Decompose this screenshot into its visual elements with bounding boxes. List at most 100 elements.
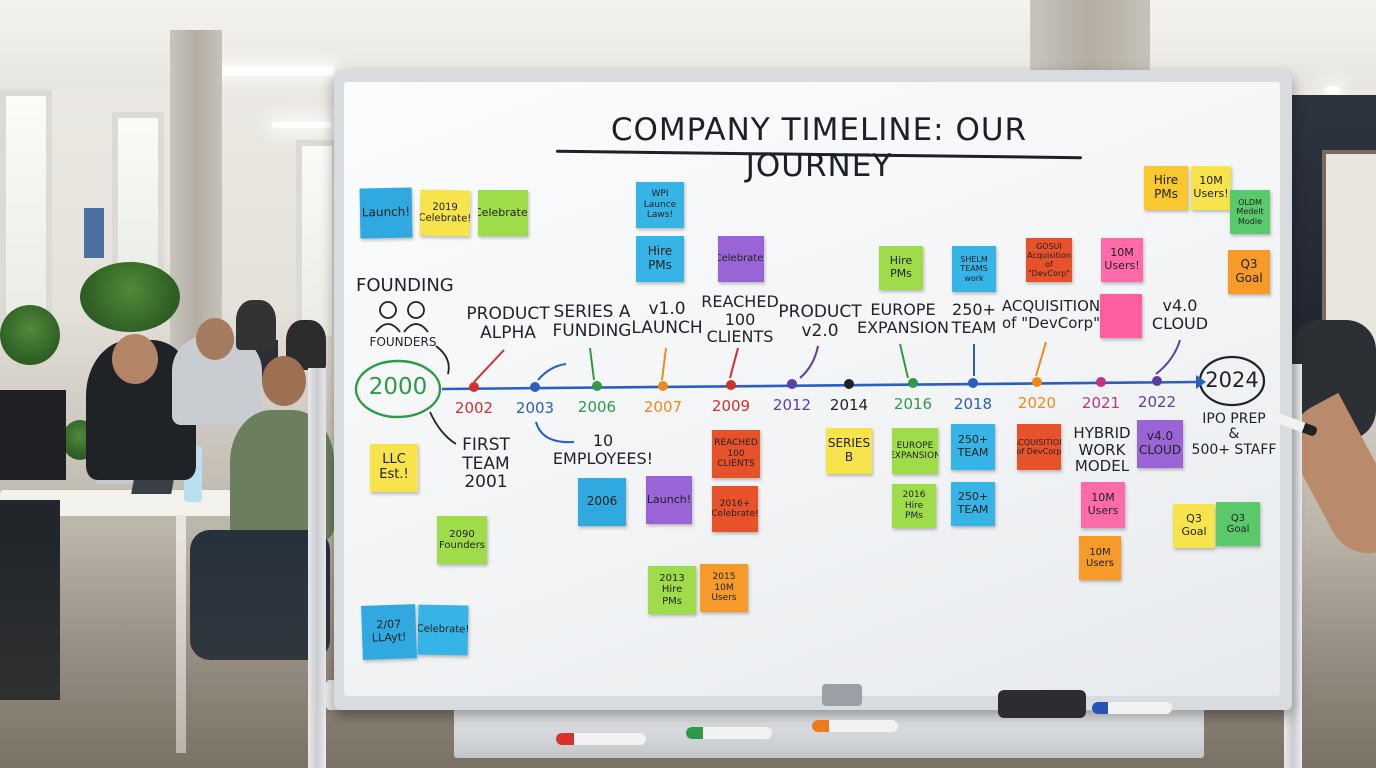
timeline-dot-2020 — [1032, 377, 1042, 387]
person-head — [112, 334, 158, 384]
timeline-dot-2014 — [844, 379, 854, 389]
sticky-note[interactable]: Launch! — [646, 476, 692, 524]
arrow-product-alpha — [473, 349, 505, 383]
sticky-note[interactable]: 2016+Celebrate! — [712, 486, 758, 532]
timeline-dot-2009 — [726, 380, 736, 390]
window — [0, 90, 52, 332]
red-marker[interactable] — [556, 733, 646, 745]
year-label-2021: 2021 — [1081, 394, 1121, 412]
sticky-note[interactable]: Celebrate! — [417, 604, 469, 656]
year-label-2007: 2007 — [643, 398, 683, 416]
sticky-note[interactable]: 250+TEAM — [951, 482, 995, 526]
person-head — [196, 318, 234, 360]
person-legs — [190, 530, 330, 660]
year-label-2016: 2016 — [893, 395, 933, 413]
timeline-dot-2018 — [968, 378, 978, 388]
monitor — [0, 390, 66, 480]
arrow-v4 — [1155, 339, 1181, 375]
arrow-series-a — [537, 363, 567, 381]
person — [0, 500, 60, 700]
timeline-dot-2022 — [1152, 376, 1162, 386]
milestone-team-250: 250+TEAM — [951, 300, 997, 337]
timeline-arrowhead — [1196, 375, 1206, 389]
sticky-note[interactable] — [1100, 294, 1142, 338]
arrow-product-v2 — [799, 345, 819, 379]
timeline-dot-2003 — [530, 382, 540, 392]
timeline-drawing — [354, 339, 1266, 445]
arrow-v1 — [589, 347, 595, 381]
green-marker[interactable] — [686, 727, 772, 739]
year-label-2014: 2014 — [829, 396, 869, 414]
arrow-reached-100 — [729, 347, 739, 379]
arrow-v1-launch — [661, 347, 667, 381]
arrow-ten-employees — [535, 421, 575, 444]
sticky-note[interactable]: 250+TEAM — [951, 424, 995, 470]
ceiling-light — [1325, 86, 1341, 94]
plant — [0, 305, 60, 365]
arrow-first-team — [429, 411, 457, 445]
arrow-acquisition — [1035, 341, 1047, 377]
wall-poster — [84, 208, 104, 258]
ceiling-light — [272, 122, 332, 128]
eraser[interactable] — [998, 690, 1086, 718]
founders-drawing — [375, 301, 429, 333]
year-label-2006: 2006 — [577, 398, 617, 416]
timeline-dot-2007 — [658, 381, 668, 391]
founding-label: FOUNDING — [356, 275, 454, 296]
sticky-note[interactable]: Celebrate! — [478, 190, 528, 236]
timeline-axis — [441, 380, 1197, 391]
ceiling-light — [195, 66, 335, 76]
year-label-2022: 2022 — [1137, 393, 1177, 411]
sticky-note[interactable]: 2006 — [578, 478, 626, 526]
year-label-2018: 2018 — [953, 395, 993, 413]
orange-marker[interactable] — [812, 720, 898, 732]
person — [236, 300, 276, 350]
arrow-europe — [899, 343, 909, 379]
year-label-2009: 2009 — [711, 397, 751, 415]
sticky-note[interactable]: Launch! — [359, 187, 413, 239]
board-clip — [822, 684, 862, 706]
sticky-note[interactable]: Q3 Goal — [1216, 502, 1260, 546]
person-head — [262, 356, 306, 406]
blue-marker[interactable] — [1092, 702, 1172, 714]
start-year-circle — [354, 359, 442, 419]
desk-leg — [176, 515, 186, 753]
year-label-2020: 2020 — [1017, 394, 1057, 412]
timeline-dot-2021 — [1096, 377, 1106, 387]
sticky-note[interactable]: Celebrate! — [718, 236, 764, 282]
stand-leg-left — [308, 368, 326, 768]
end-year: 2024 — [1205, 368, 1259, 392]
